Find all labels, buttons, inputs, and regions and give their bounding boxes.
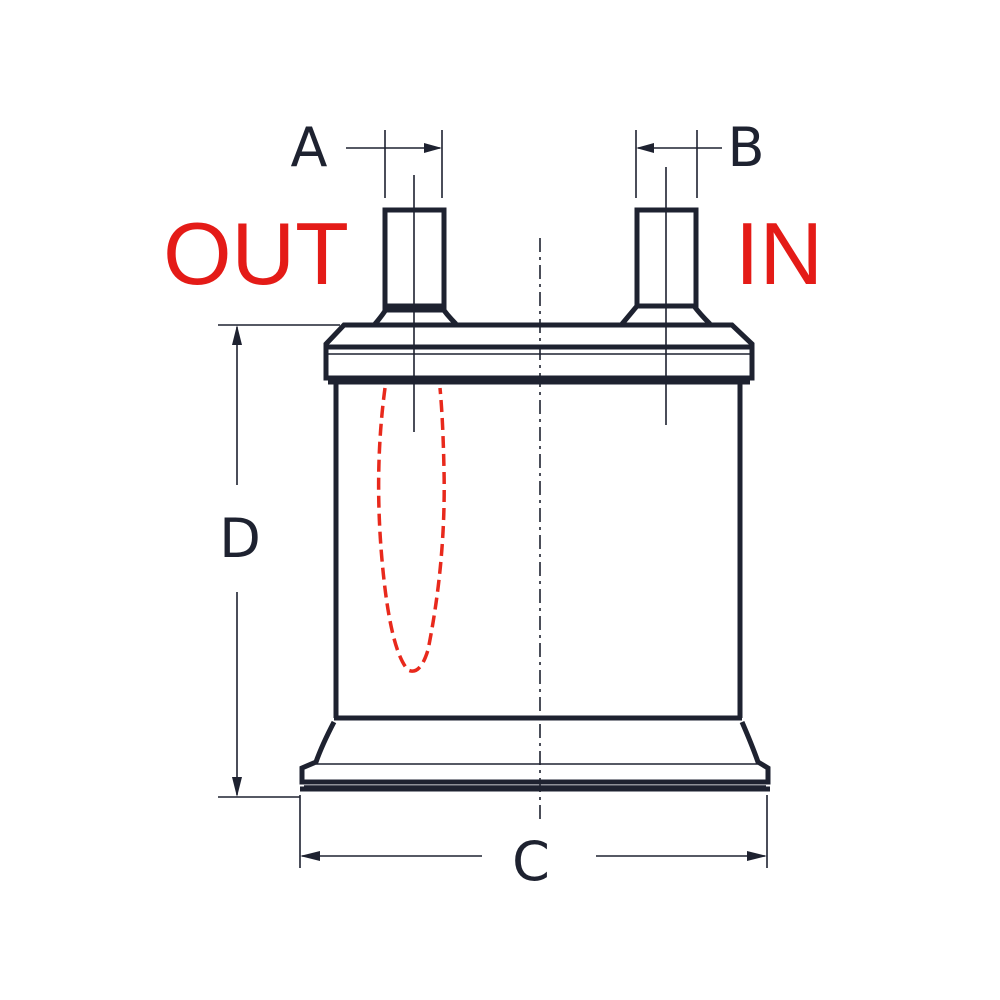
dim-label-d: D [219, 507, 261, 570]
dim-label-b: B [727, 116, 764, 179]
bottom-flare [299, 720, 771, 785]
dimension-d [218, 324, 340, 798]
dimension-b [635, 130, 722, 198]
inlet-label: IN [735, 204, 823, 303]
dim-label-a: A [291, 116, 328, 179]
outlet-label: OUT [163, 204, 349, 303]
outlet-stub [373, 207, 458, 326]
dimension-a [346, 130, 443, 198]
dimension-c [299, 795, 768, 868]
dip-tube-dashed-outline [376, 387, 446, 673]
top-cap [323, 322, 755, 381]
drier-body [299, 322, 771, 792]
dim-label-c: C [512, 830, 550, 893]
centerlines [413, 167, 667, 820]
